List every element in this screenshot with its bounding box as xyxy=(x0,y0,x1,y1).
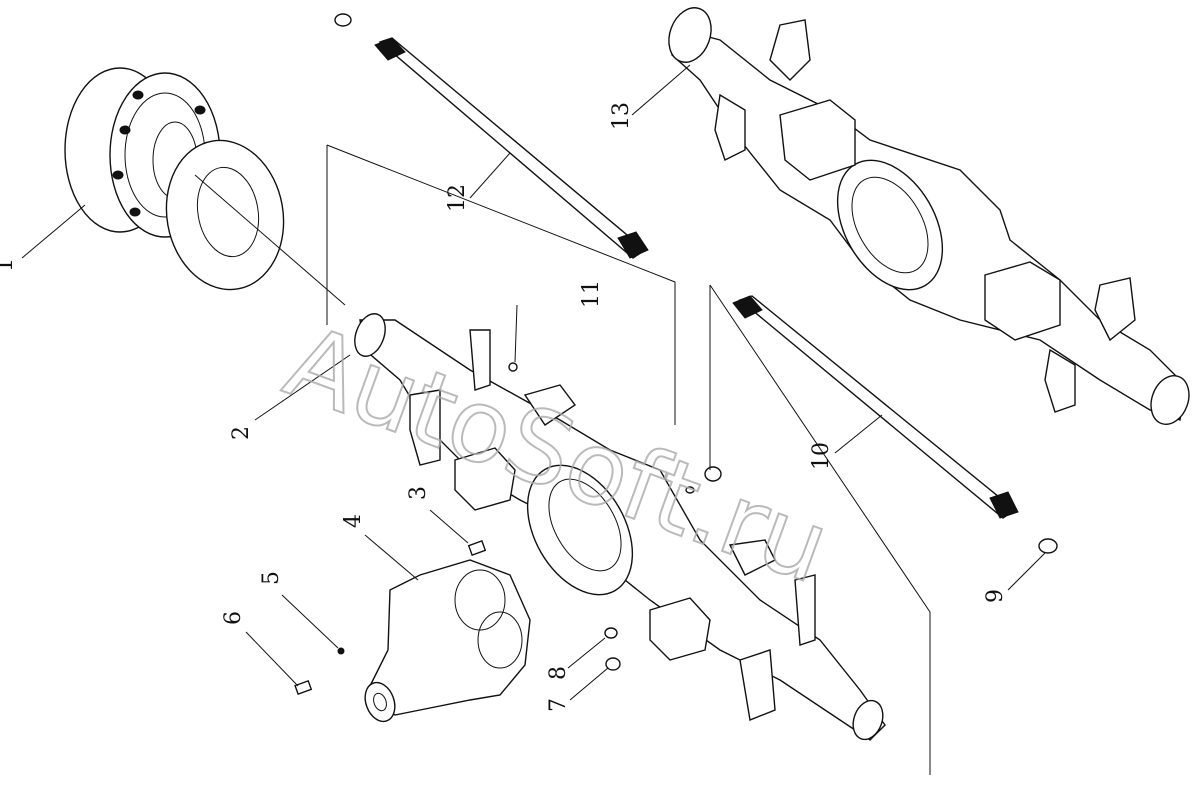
callout-1: 1 xyxy=(0,258,18,272)
part-11-breather xyxy=(508,362,518,372)
callout-5: 5 xyxy=(259,571,284,585)
part-12-half-shaft xyxy=(334,13,649,259)
part-6-bolt xyxy=(294,679,313,695)
brake-disc xyxy=(165,139,285,291)
callout-12: 12 xyxy=(445,184,470,212)
callout-10: 10 xyxy=(809,442,834,470)
part-7-nut xyxy=(605,657,621,671)
callout-3: 3 xyxy=(406,486,431,500)
part-8-seal-ring xyxy=(604,627,618,639)
part-2-axle-housing xyxy=(354,313,886,741)
assembly-frame-lines xyxy=(194,144,931,775)
callout-8: 8 xyxy=(546,666,571,680)
part-5-washer xyxy=(337,647,345,655)
callout-13: 13 xyxy=(609,102,634,130)
callout-labels: 1 2 3 4 5 6 7 8 9 10 11 12 13 xyxy=(0,102,1008,712)
callout-4: 4 xyxy=(341,514,366,528)
drain-plug xyxy=(685,466,722,494)
leader-lines xyxy=(21,64,1046,701)
callout-2: 2 xyxy=(229,426,254,440)
part-4-final-drive xyxy=(364,559,531,723)
callout-6: 6 xyxy=(221,611,246,625)
callout-11: 11 xyxy=(579,280,604,308)
callout-7: 7 xyxy=(546,698,571,712)
part-3-dowel-pin xyxy=(467,540,487,556)
part-10-half-shaft xyxy=(732,295,1058,554)
callout-9: 9 xyxy=(983,589,1008,603)
part-13-axle-housing-assembly xyxy=(668,7,1190,425)
